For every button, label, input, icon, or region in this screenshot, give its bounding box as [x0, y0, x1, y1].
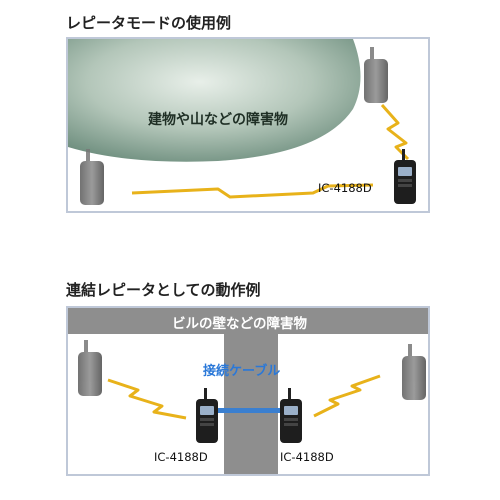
- signal-bolt-left: [107, 378, 187, 420]
- connection-cable: [206, 408, 292, 413]
- obstacle-shape: [68, 39, 361, 162]
- signal-bolt-right: [313, 374, 381, 418]
- diagram2-canvas: [68, 308, 428, 474]
- diagram1-canvas: [68, 39, 416, 205]
- linked-radio-left-icon: [196, 388, 218, 443]
- diagram1-panel: 建物や山などの障害物 IC-4188D: [66, 37, 430, 213]
- signal-bolt-right: [380, 104, 410, 161]
- diagram1-device-label: IC-4188D: [318, 181, 372, 195]
- radio-left-icon: [80, 149, 104, 205]
- wall-column: [224, 334, 278, 474]
- radio-top-right-icon: [364, 47, 388, 103]
- diagram1-title: レピータモードの使用例: [66, 14, 232, 32]
- wall-top-band: [68, 308, 428, 334]
- radio-far-left-icon: [78, 340, 102, 396]
- diagram2-panel: ビルの壁などの障害物 接続ケーブル IC-4188D IC-4188D: [66, 306, 430, 476]
- linked-radio-right-icon: [280, 388, 302, 443]
- radio-far-right-icon: [402, 344, 426, 400]
- repeater-radio-icon: [394, 149, 416, 204]
- linked-device-label-left: IC-4188D: [154, 450, 208, 464]
- cable-label: 接続ケーブル: [203, 364, 281, 379]
- linked-device-label-right: IC-4188D: [280, 450, 334, 464]
- signal-bolt-lower: [131, 183, 374, 199]
- obstacle-label: 建物や山などの障害物: [148, 112, 288, 128]
- wall-label: ビルの壁などの障害物: [172, 316, 307, 332]
- diagram2-title: 連結レピータとしての動作例: [66, 281, 261, 299]
